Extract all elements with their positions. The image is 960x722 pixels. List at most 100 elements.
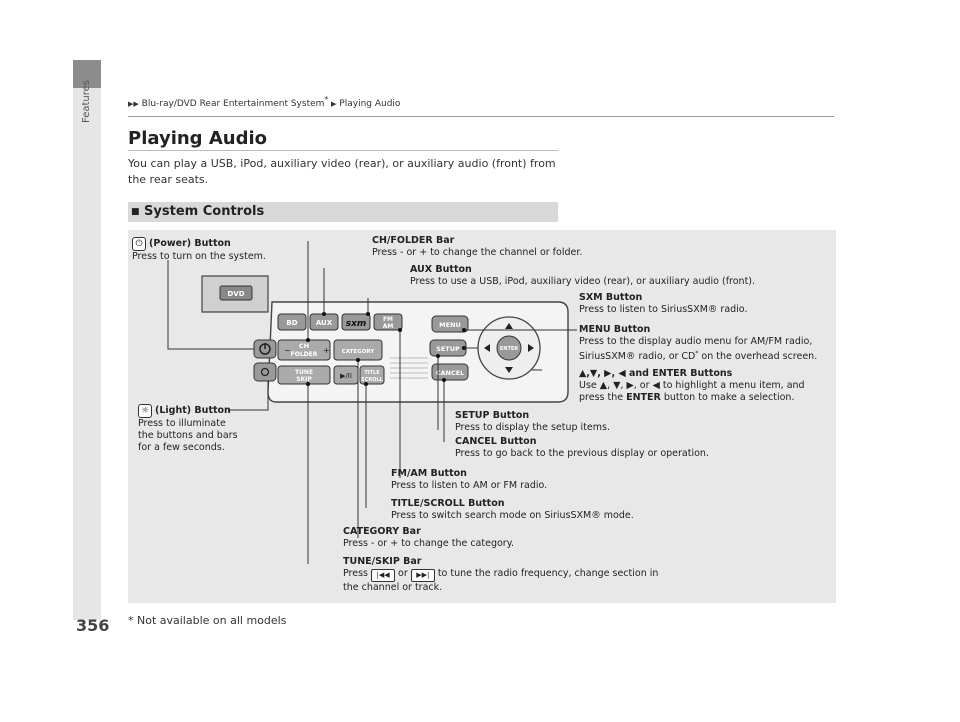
down-arrow-icon: [505, 367, 513, 373]
svg-text:sxm: sxm: [346, 319, 367, 329]
svg-text:FOLDER: FOLDER: [291, 351, 318, 358]
breadcrumb-star: *: [324, 95, 329, 104]
callout-light-desc-2: the buttons and bars: [138, 430, 238, 441]
callout-menu-title: MENU Button: [579, 324, 651, 335]
svg-text:AM: AM: [383, 323, 394, 330]
svg-text:−: −: [284, 346, 291, 355]
light-icon: ☼: [138, 404, 152, 418]
callout-titlescroll-desc: Press to switch search mode on SiriusSXM…: [391, 510, 634, 521]
callout-power-title: (Power) Button: [149, 238, 231, 249]
cancel-button: [431, 363, 469, 381]
section-marker: ■: [131, 207, 140, 217]
svg-text:SCROLL: SCROLL: [361, 377, 384, 383]
callout-ch-title: CH/FOLDER Bar: [372, 235, 455, 246]
callout-fmam-desc: Press to listen to AM or FM radio.: [391, 480, 548, 491]
svg-text:▶/II: ▶/II: [340, 372, 352, 380]
bd-button: [277, 313, 307, 331]
callout-tune-desc-1b: or: [395, 568, 411, 579]
callout-tune-title: TUNE/SKIP Bar: [343, 556, 422, 567]
fmam-button: [373, 313, 403, 331]
skip-back-icon: |◀◀: [371, 569, 396, 582]
callout-sxm-title: SXM Button: [579, 292, 643, 303]
svg-text:SETUP: SETUP: [436, 345, 460, 353]
callout-sxm-desc: Press to listen to SiriusSXM® radio.: [579, 304, 748, 315]
svg-text:TUNE: TUNE: [295, 369, 313, 376]
callout-arrows-title: ▲,▼, ▶, ◀ and ENTER Buttons: [579, 368, 733, 379]
breadcrumb-parent[interactable]: Blu-ray/DVD Rear Entertainment System: [141, 99, 325, 109]
callout-fmam: FM/AM Button Press to listen to AM or FM…: [391, 468, 547, 492]
up-arrow-icon: [505, 323, 513, 329]
svg-text:CANCEL: CANCEL: [436, 369, 465, 377]
callout-menu-desc-1: Press to the display audio menu for AM/F…: [579, 336, 813, 347]
controls-diagram: DVD BD AUX sxm FM AM CH FOLDER − + CATEG…: [128, 230, 836, 603]
svg-text:ENTER: ENTER: [500, 346, 518, 352]
svg-text:+: +: [323, 346, 330, 355]
light-key: [253, 362, 277, 382]
callout-aux-desc: Press to use a USB, iPod, auxiliary vide…: [410, 276, 756, 287]
callout-category: CATEGORY Bar Press - or + to change the …: [343, 526, 514, 550]
right-arrow-icon: [528, 344, 534, 352]
callout-arrows: ▲,▼, ▶, ◀ and ENTER Buttons Use ▲, ▼, ▶,…: [579, 368, 805, 404]
callout-menu-star: *: [695, 350, 699, 357]
sidebar-strip: [73, 60, 101, 620]
svg-text:SKIP: SKIP: [296, 376, 312, 383]
page-number: 356: [76, 616, 110, 635]
breadcrumb: ▶▶ Blu-ray/DVD Rear Entertainment System…: [128, 95, 400, 109]
callout-titlescroll-title: TITLE/SCROLL Button: [391, 498, 505, 509]
breadcrumb-arrow-icon: ▶: [331, 100, 337, 108]
callout-setup-title: SETUP Button: [455, 410, 530, 421]
callout-title-scroll: TITLE/SCROLL Button Press to switch sear…: [391, 498, 634, 522]
sxm-button: [341, 313, 371, 331]
power-icon: ⏻: [132, 237, 146, 251]
callout-cancel-desc: Press to go back to the previous display…: [455, 448, 709, 459]
enter-button: [496, 335, 522, 361]
callout-ch-desc: Press - or + to change the channel or fo…: [372, 247, 583, 258]
callout-menu-desc-2: SiriusSXM® radio, or CD: [579, 351, 696, 363]
title-scroll-button: [359, 365, 385, 385]
callout-menu-desc-3: on the overhead screen.: [698, 351, 818, 363]
callout-category-title: CATEGORY Bar: [343, 526, 421, 537]
menu-button: [431, 315, 469, 333]
callout-light-desc-3: for a few seconds.: [138, 442, 225, 453]
svg-text:TITLE: TITLE: [364, 370, 380, 376]
callout-arrows-desc-2a: press the: [579, 392, 627, 403]
sidebar-label: Features: [81, 80, 92, 123]
callout-cancel: CANCEL Button Press to go back to the pr…: [455, 436, 709, 460]
callout-power: ⏻ (Power) Button Press to turn on the sy…: [132, 237, 266, 263]
svg-text:BD: BD: [286, 319, 297, 327]
header-rule: [128, 116, 834, 117]
svg-text:AUX: AUX: [316, 319, 333, 327]
title-rule: [128, 150, 558, 151]
ch-folder-bar: [277, 339, 331, 361]
callout-arrows-desc-2c: button to make a selection.: [660, 392, 795, 403]
skip-forward-icon: ▶▶|: [410, 569, 435, 582]
page-title: Playing Audio: [128, 128, 267, 149]
callout-power-desc: Press to turn on the system.: [132, 251, 266, 262]
sidebar-tab: [73, 60, 101, 88]
leader-dots: [306, 312, 466, 386]
callout-aux: AUX Button Press to use a USB, iPod, aux…: [410, 264, 755, 288]
light-icon: [260, 367, 270, 377]
left-arrow-icon: [484, 344, 490, 352]
callout-fmam-title: FM/AM Button: [391, 468, 467, 479]
callout-menu: MENU Button Press to the display audio m…: [579, 324, 817, 363]
callout-tune-skip: TUNE/SKIP Bar Press |◀◀ or ▶▶| to tune t…: [343, 556, 658, 594]
callout-tune-desc-2: the channel or track.: [343, 582, 443, 593]
dvd-label: DVD: [227, 290, 244, 298]
callout-tune-desc-1a: Press: [343, 568, 372, 579]
svg-text:CH: CH: [299, 342, 309, 350]
callout-setup: SETUP Button Press to display the setup …: [455, 410, 610, 434]
callout-setup-desc: Press to display the setup items.: [455, 422, 610, 433]
svg-text:MENU: MENU: [439, 321, 461, 329]
leader-lines: [167, 241, 577, 564]
breadcrumb-current: Playing Audio: [339, 99, 401, 109]
callout-tune-desc-1c: to tune the radio frequency, change sect…: [434, 568, 659, 579]
callout-arrows-enter: ENTER: [626, 392, 661, 403]
callout-light-title: (Light) Button: [155, 405, 231, 416]
callout-ch-folder: CH/FOLDER Bar Press - or + to change the…: [372, 235, 582, 259]
footnote: * Not available on all models: [128, 614, 287, 627]
svg-text:FM: FM: [383, 316, 393, 323]
callout-cancel-title: CANCEL Button: [455, 436, 537, 447]
callout-light-desc-1: Press to illuminate: [138, 418, 226, 429]
tune-skip-bar: [277, 365, 331, 385]
